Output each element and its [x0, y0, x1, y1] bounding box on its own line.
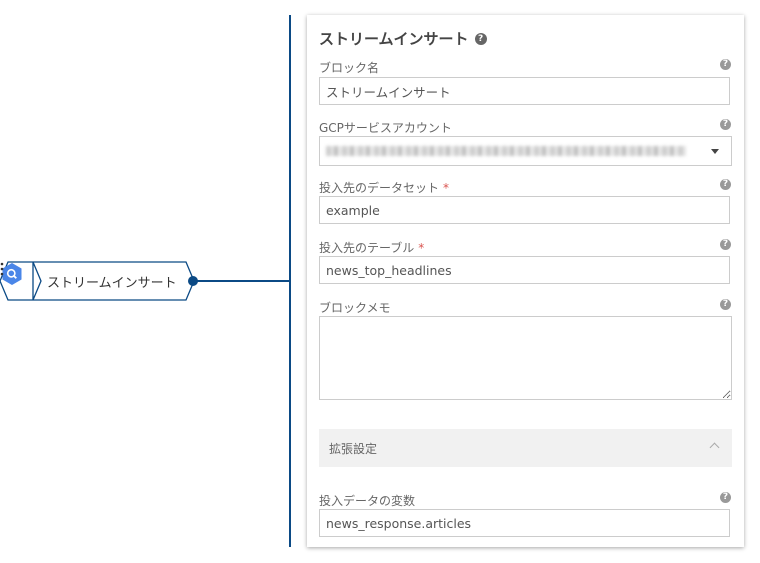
- dataset-input[interactable]: [319, 196, 730, 224]
- required-mark: *: [443, 181, 450, 195]
- connector-line: [194, 280, 290, 282]
- help-icon[interactable]: ?: [720, 492, 731, 503]
- help-icon[interactable]: ?: [720, 239, 731, 250]
- node-label: ストリームインサート: [47, 276, 177, 291]
- panel-title: ストリームインサート ?: [319, 28, 487, 49]
- bigquery-icon: [2, 263, 22, 285]
- dataset-label: 投入先のデータセット*: [319, 181, 450, 195]
- blurred-account-value: [326, 146, 686, 156]
- extended-settings-header[interactable]: 拡張設定: [319, 429, 732, 467]
- extended-settings-label: 拡張設定: [329, 442, 378, 456]
- help-icon[interactable]: ?: [720, 299, 731, 310]
- block-name-label: ブロック名: [319, 61, 380, 75]
- help-icon[interactable]: ?: [474, 32, 487, 45]
- panel-divider-line: [289, 15, 291, 547]
- memo-label: ブロックメモ: [319, 301, 391, 315]
- table-label: 投入先のテーブル*: [319, 241, 425, 255]
- memo-textarea[interactable]: [319, 316, 732, 400]
- block-name-input[interactable]: [319, 77, 730, 105]
- variable-label: 投入データの変数: [319, 494, 416, 508]
- chevron-up-icon: [709, 442, 720, 453]
- flow-node[interactable]: ストリームインサート: [0, 261, 205, 302]
- table-input[interactable]: [319, 256, 730, 284]
- output-port[interactable]: [186, 274, 200, 288]
- chevron-down-icon: [711, 149, 719, 154]
- gcp-account-label: GCPサービスアカウント: [319, 121, 452, 135]
- property-panel: ストリームインサート ? ブロック名 ? GCPサービスアカウント ? 投入先の…: [307, 15, 744, 547]
- help-icon[interactable]: ?: [720, 119, 731, 130]
- help-icon[interactable]: ?: [720, 179, 731, 190]
- vertical-dots-icon[interactable]: [0, 262, 4, 276]
- variable-input[interactable]: [319, 509, 730, 537]
- gcp-account-select[interactable]: [319, 136, 732, 166]
- help-icon[interactable]: ?: [720, 59, 731, 70]
- required-mark: *: [418, 241, 425, 255]
